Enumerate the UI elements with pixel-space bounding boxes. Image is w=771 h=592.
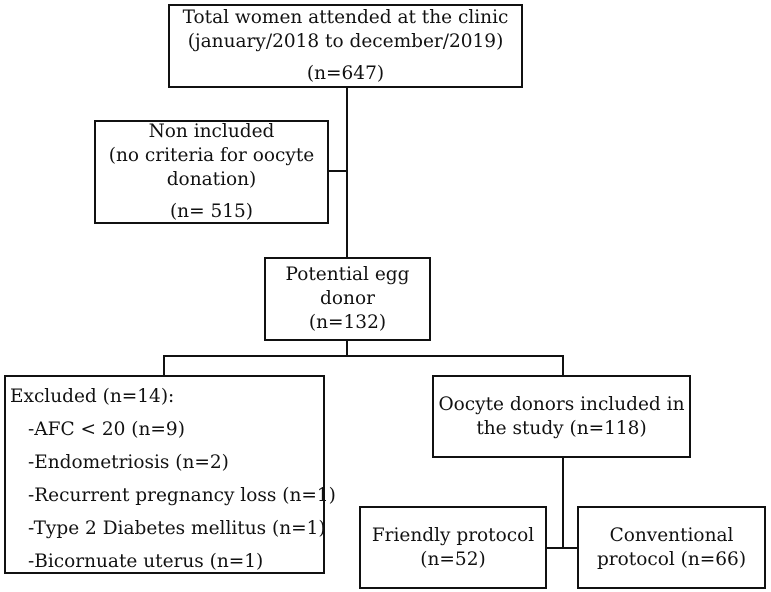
connector-total-to-potential <box>346 87 348 258</box>
friendly-protocol-line2: (n=52) <box>420 548 486 570</box>
conventional-protocol-line2: protocol (n=66) <box>596 548 747 570</box>
potential-donor-box: Potential egg donor (n=132) <box>264 257 431 341</box>
connector-to-excluded <box>163 355 165 376</box>
connector-to-non-included <box>327 170 348 172</box>
included-line1: Oocyte donors included in <box>438 393 685 415</box>
total-women-line1: Total women attended at the clinic <box>182 7 509 28</box>
excluded-box: Excluded (n=14): -AFC < 20 (n=9) -Endome… <box>4 375 336 574</box>
total-women-box: Total women attended at the clinic (janu… <box>168 4 523 88</box>
connector-protocols <box>546 547 578 549</box>
potential-donor-line2: donor <box>320 288 375 309</box>
total-women-count: (n=647) <box>306 63 385 84</box>
conventional-protocol-line1: Conventional <box>609 524 734 546</box>
connector-split-horizontal <box>163 355 564 357</box>
non-included-line2: (no criteria for oocyte <box>108 145 315 166</box>
conventional-protocol-box: Conventional protocol (n=66) <box>577 506 766 589</box>
excluded-title: Excluded (n=14): <box>10 386 175 407</box>
potential-donor-line1: Potential egg <box>285 264 410 285</box>
excluded-item: -Endometriosis (n=2) <box>28 452 229 473</box>
non-included-count: (n= 515) <box>169 201 254 222</box>
total-women-line2: (january/2018 to december/2019) <box>187 31 504 52</box>
excluded-item: -Recurrent pregnancy loss (n=1) <box>28 485 336 506</box>
friendly-protocol-box: Friendly protocol (n=52) <box>359 506 547 589</box>
connector-to-included <box>562 355 564 376</box>
potential-donor-count: (n=132) <box>308 312 387 333</box>
connector-included-down <box>562 457 564 548</box>
included-line2: the study (n=118) <box>476 417 647 439</box>
friendly-protocol-line1: Friendly protocol <box>371 524 535 546</box>
excluded-item: -Bicornuate uterus (n=1) <box>28 551 264 572</box>
non-included-box: Non included (no criteria for oocyte don… <box>94 120 329 224</box>
connector-potential-down <box>346 340 348 356</box>
excluded-item: -Type 2 Diabetes mellitus (n=1) <box>28 518 326 539</box>
non-included-line1: Non included <box>148 121 275 142</box>
excluded-item: -AFC < 20 (n=9) <box>28 419 185 440</box>
included-box: Oocyte donors included in the study (n=1… <box>432 375 691 458</box>
non-included-line3: donation) <box>166 169 257 190</box>
